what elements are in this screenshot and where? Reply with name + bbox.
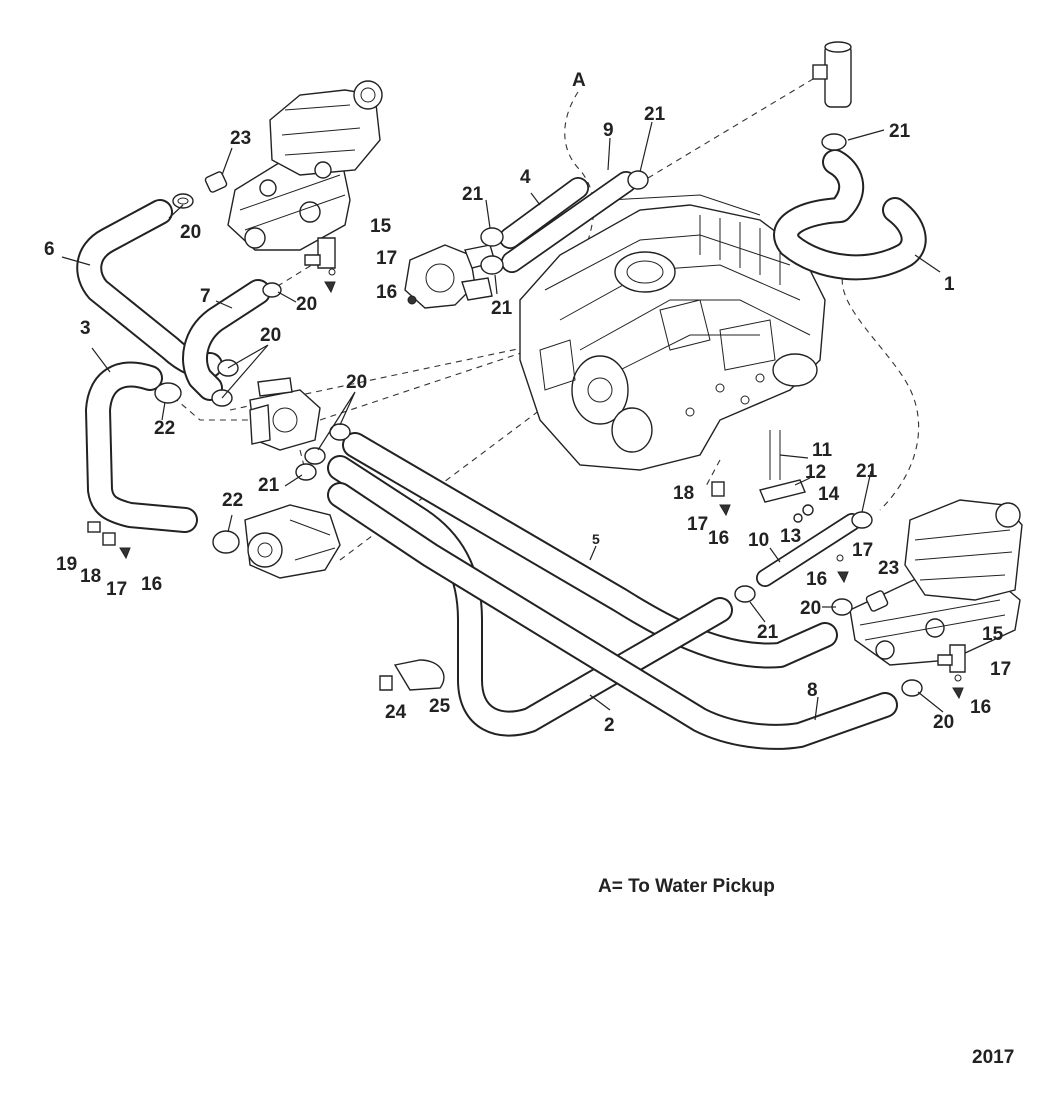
exhaust-manifold-port (227, 80, 383, 251)
circulating-pump (244, 504, 341, 579)
callout-10: 10 (748, 530, 769, 551)
callout-17-right: 17 (990, 659, 1011, 680)
hose-clamps (154, 133, 923, 697)
exhaust-manifold-starboard (849, 499, 1023, 666)
callout-17-center: 17 (852, 540, 873, 561)
callout-17-top: 17 (376, 248, 397, 269)
hose-2 (327, 455, 733, 737)
callout-3: 3 (80, 318, 91, 339)
callout-19: 19 (56, 554, 77, 575)
callout-18-mid: 18 (673, 483, 694, 504)
hose-10 (756, 513, 861, 587)
fittings (87, 171, 966, 700)
thermostat-housing (249, 377, 321, 451)
callout-1: 1 (944, 274, 955, 295)
callout-14: 14 (818, 484, 840, 505)
callout-16-right: 16 (970, 697, 991, 718)
callout-20-b: 20 (296, 294, 317, 315)
callout-22-b: 22 (222, 490, 243, 511)
hose-3 (85, 361, 198, 533)
callout-16-mid: 16 (708, 528, 729, 549)
callout-13: 13 (780, 526, 801, 547)
diagram-year: 2017 (972, 1047, 1015, 1068)
callout-17-left: 17 (106, 579, 127, 600)
callout-23-a: 23 (230, 128, 251, 149)
hose-7 (182, 279, 271, 401)
callout-7: 7 (200, 286, 211, 307)
callout-8: 8 (807, 680, 818, 701)
hose-1 (773, 149, 927, 281)
callout-21-g: 21 (757, 622, 779, 643)
callout-20-d: 20 (346, 372, 367, 393)
callout-15-top: 15 (370, 216, 392, 237)
hose-4 (499, 177, 589, 249)
callout-20-f: 20 (933, 712, 954, 733)
callout-20-c: 20 (260, 325, 281, 346)
callout-A: A (572, 70, 586, 91)
callout-6: 6 (44, 239, 55, 260)
leader-lines (61, 121, 944, 721)
callout-11: 11 (812, 440, 833, 461)
callout-15-right: 15 (982, 624, 1004, 645)
callout-22-a: 22 (154, 418, 175, 439)
callout-25: 25 (429, 696, 451, 717)
callout-18-left: 18 (80, 566, 101, 587)
callout-16-top: 16 (376, 282, 397, 303)
callout-4: 4 (520, 167, 531, 188)
water-pickup-fitting (812, 41, 852, 108)
callout-21-b: 21 (462, 184, 484, 205)
callout-21-a: 21 (644, 104, 666, 125)
sea-water-pump (404, 244, 496, 309)
callout-21-d: 21 (889, 121, 911, 142)
callout-labels: 1 2 3 4 5 6 7 8 9 10 11 12 13 14 15 15 1… (44, 70, 1011, 736)
legend-note: A= To Water Pickup (598, 876, 775, 897)
callout-20-e: 20 (800, 598, 821, 619)
callout-16-center: 16 (806, 569, 827, 590)
callout-21-e: 21 (258, 475, 280, 496)
callout-24: 24 (385, 702, 407, 723)
callout-9: 9 (603, 120, 614, 141)
callout-2: 2 (604, 715, 615, 736)
callout-21-c: 21 (491, 298, 513, 319)
callout-21-f: 21 (856, 461, 878, 482)
callout-5: 5 (592, 531, 600, 547)
callout-12: 12 (805, 462, 826, 483)
callout-23-b: 23 (878, 558, 899, 579)
callout-20-a: 20 (180, 222, 201, 243)
hose-8 (327, 482, 898, 750)
callout-16-left: 16 (141, 574, 162, 595)
callout-17-mid: 17 (687, 514, 708, 535)
engine-block (519, 194, 826, 471)
hose-9 (501, 171, 637, 273)
